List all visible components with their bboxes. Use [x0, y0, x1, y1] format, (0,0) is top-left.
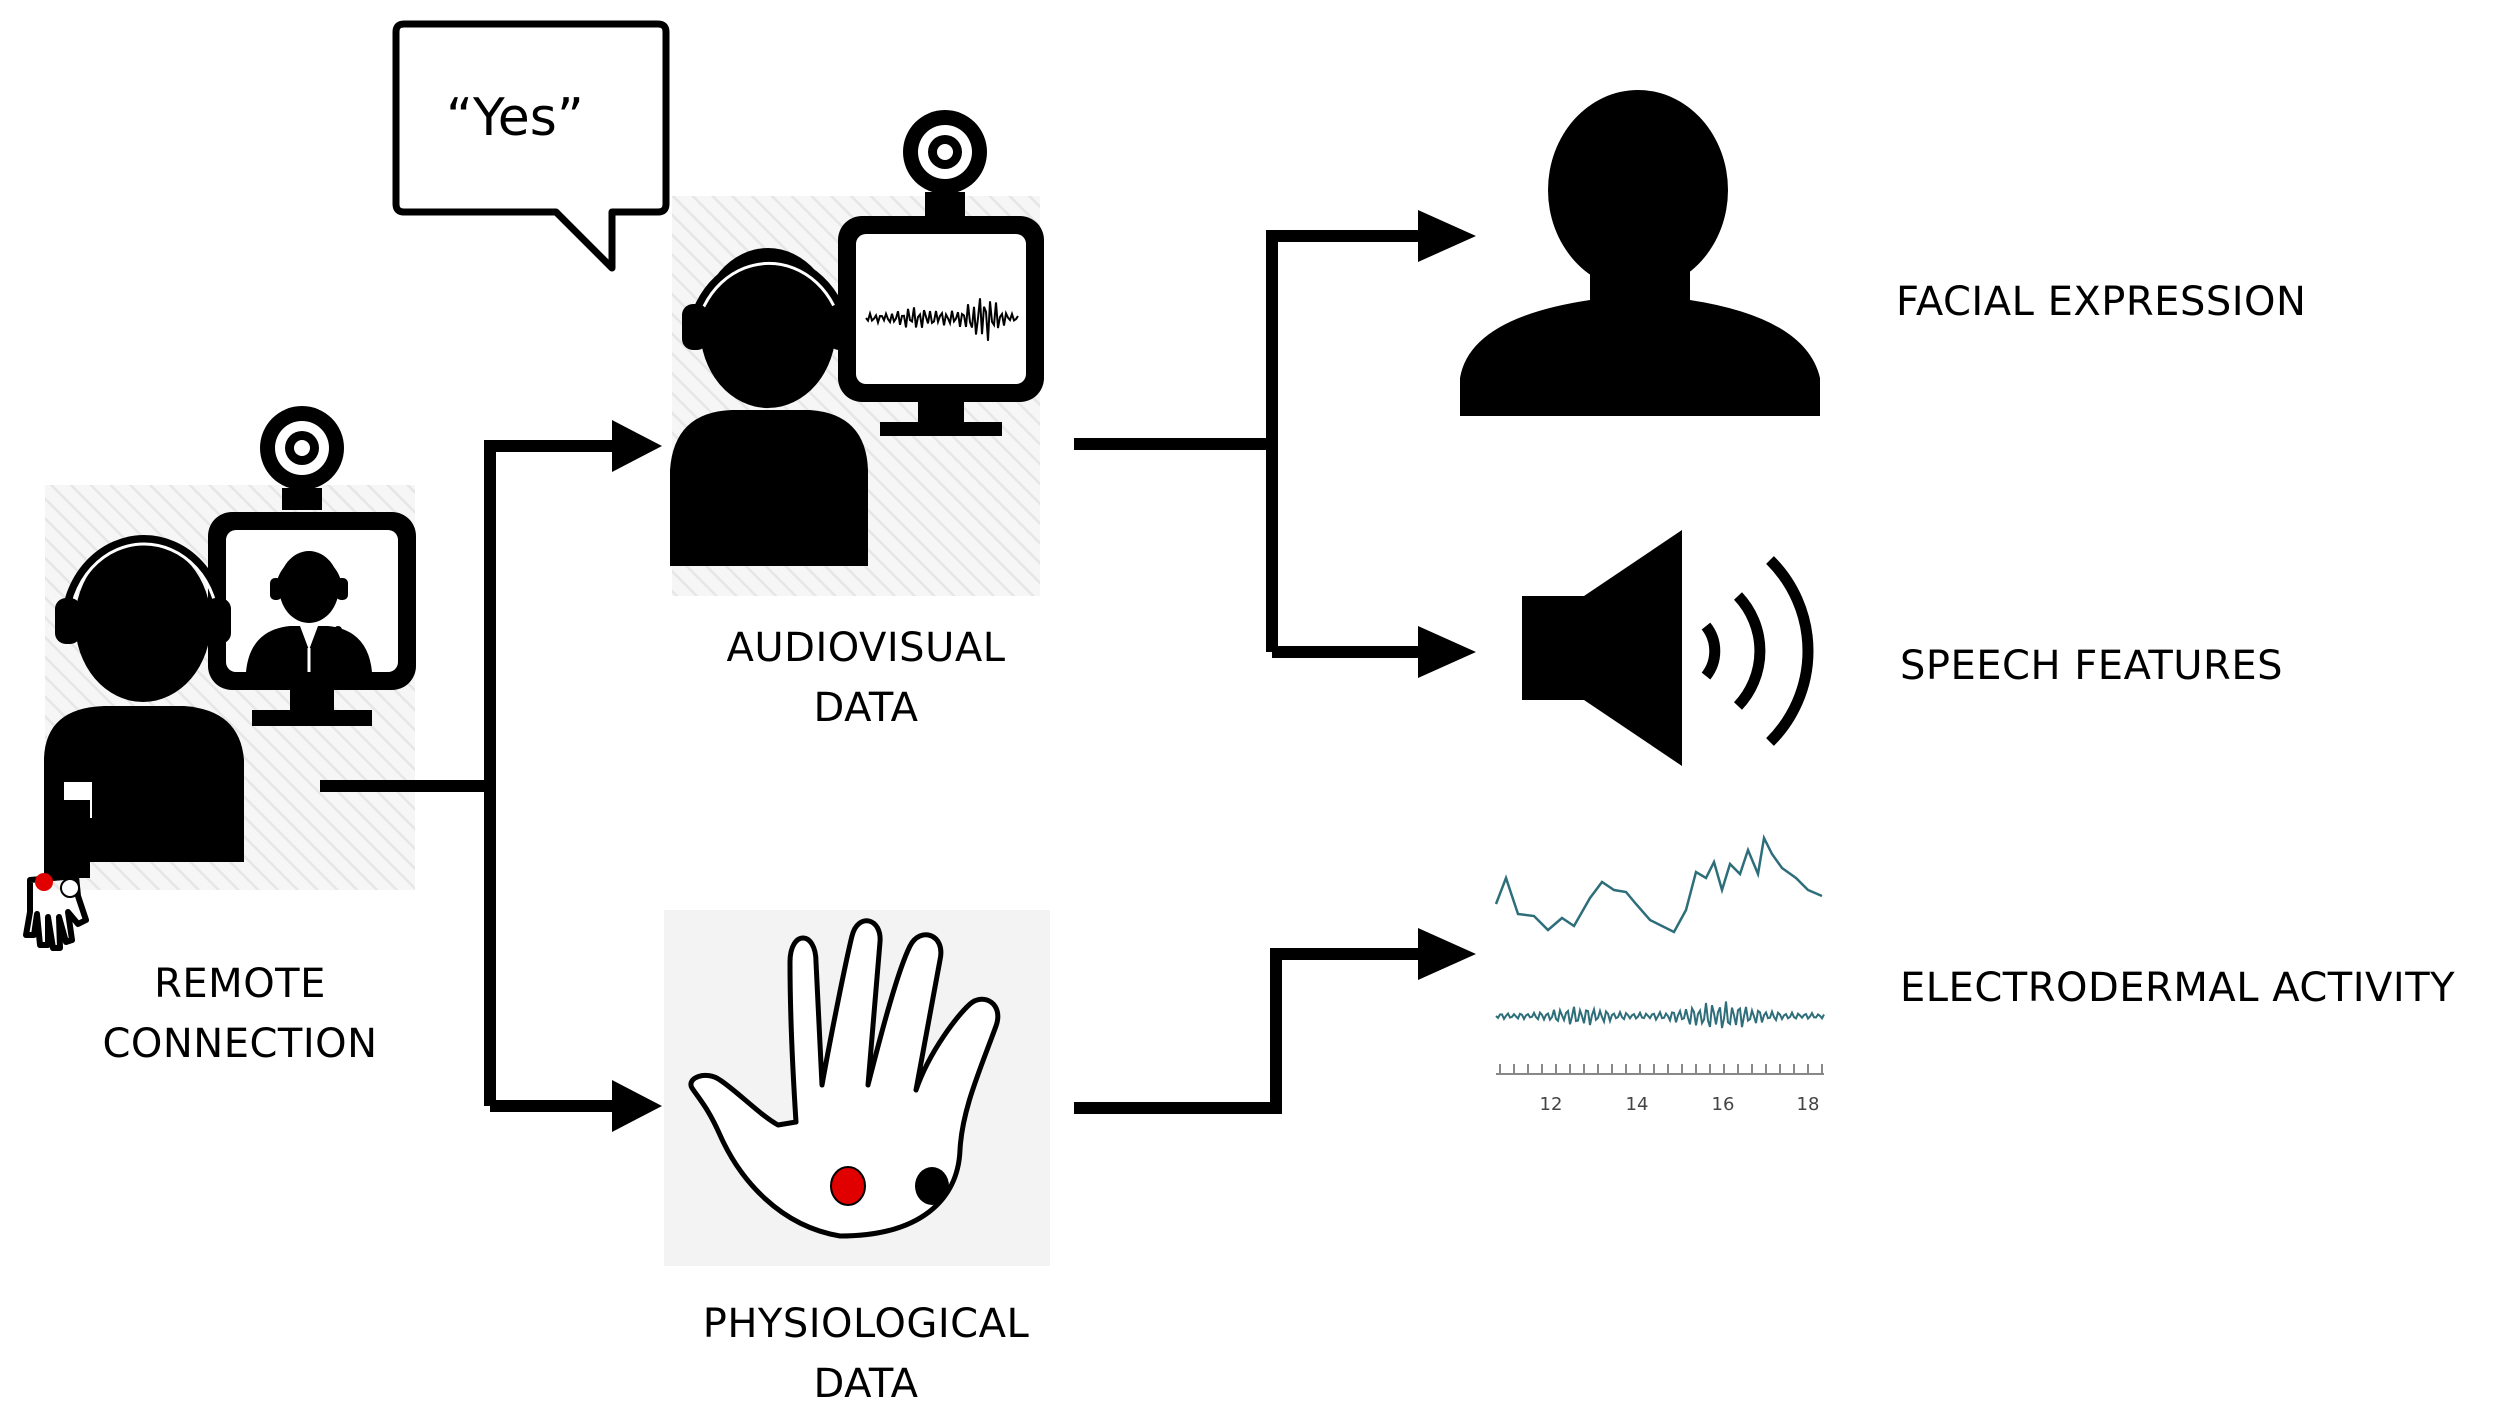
speaker-icon	[1522, 530, 1814, 766]
monitor-icon	[208, 512, 416, 726]
remote-connection-icon	[23, 406, 416, 951]
label-line: CONNECTION	[102, 1021, 378, 1067]
eda-tick-label: 18	[1797, 1094, 1820, 1115]
person-with-headset-icon	[670, 248, 868, 566]
arrow-head-facial	[1418, 210, 1476, 262]
audiovisual-icon	[670, 110, 1044, 596]
arrow-head-eda	[1418, 928, 1476, 980]
audiovisual-data-label: AUDIOVISUAL DATA	[666, 618, 1066, 738]
physiological-icon	[664, 910, 1050, 1266]
arrow-head-audiovisual	[612, 420, 662, 472]
connector-audiovisual-split	[1074, 230, 1418, 658]
remote-connection-label: REMOTE CONNECTION	[40, 954, 440, 1074]
person-silhouette-icon	[1460, 90, 1820, 416]
eda-tick-label: 12	[1540, 1094, 1563, 1115]
person-with-headset-icon	[44, 535, 244, 878]
eda-tick-label: 14	[1626, 1094, 1649, 1115]
label-line: AUDIOVISUAL	[726, 625, 1006, 671]
monitor-waveform-icon	[838, 216, 1044, 436]
arrow-head-speech	[1418, 626, 1476, 678]
connector-remote-split	[320, 440, 612, 1112]
label-line: PHYSIOLOGICAL	[702, 1301, 1030, 1347]
webcam-icon	[903, 110, 987, 216]
hand-electrode-icon	[23, 873, 89, 951]
eda-axis-ticks	[1499, 1064, 1823, 1074]
arrow-head-physiological	[612, 1080, 662, 1132]
electrodermal-activity-label: ELECTRODERMAL ACTIVITY	[1900, 965, 2456, 1011]
eda-phasic-signal	[1495, 1001, 1825, 1029]
eda-signal-plot: 12 14 16 18	[1494, 834, 1825, 1115]
label-line: REMOTE	[154, 961, 326, 1007]
hand-outline-icon	[688, 918, 1001, 1239]
speech-bubble-text: “Yes”	[446, 88, 584, 148]
webcam-icon	[260, 406, 344, 510]
connector-physiological-eda	[1074, 948, 1418, 1114]
physiological-data-label: PHYSIOLOGICAL DATA	[646, 1294, 1086, 1414]
label-line: DATA	[813, 1361, 919, 1407]
speech-features-label: SPEECH FEATURES	[1900, 643, 2283, 689]
label-line: DATA	[813, 685, 919, 731]
facial-expression-label: FACIAL EXPRESSION	[1896, 279, 2307, 325]
speech-bubble	[392, 20, 670, 272]
eda-tick-label: 16	[1712, 1094, 1735, 1115]
eda-tonic-signal	[1494, 834, 1823, 934]
